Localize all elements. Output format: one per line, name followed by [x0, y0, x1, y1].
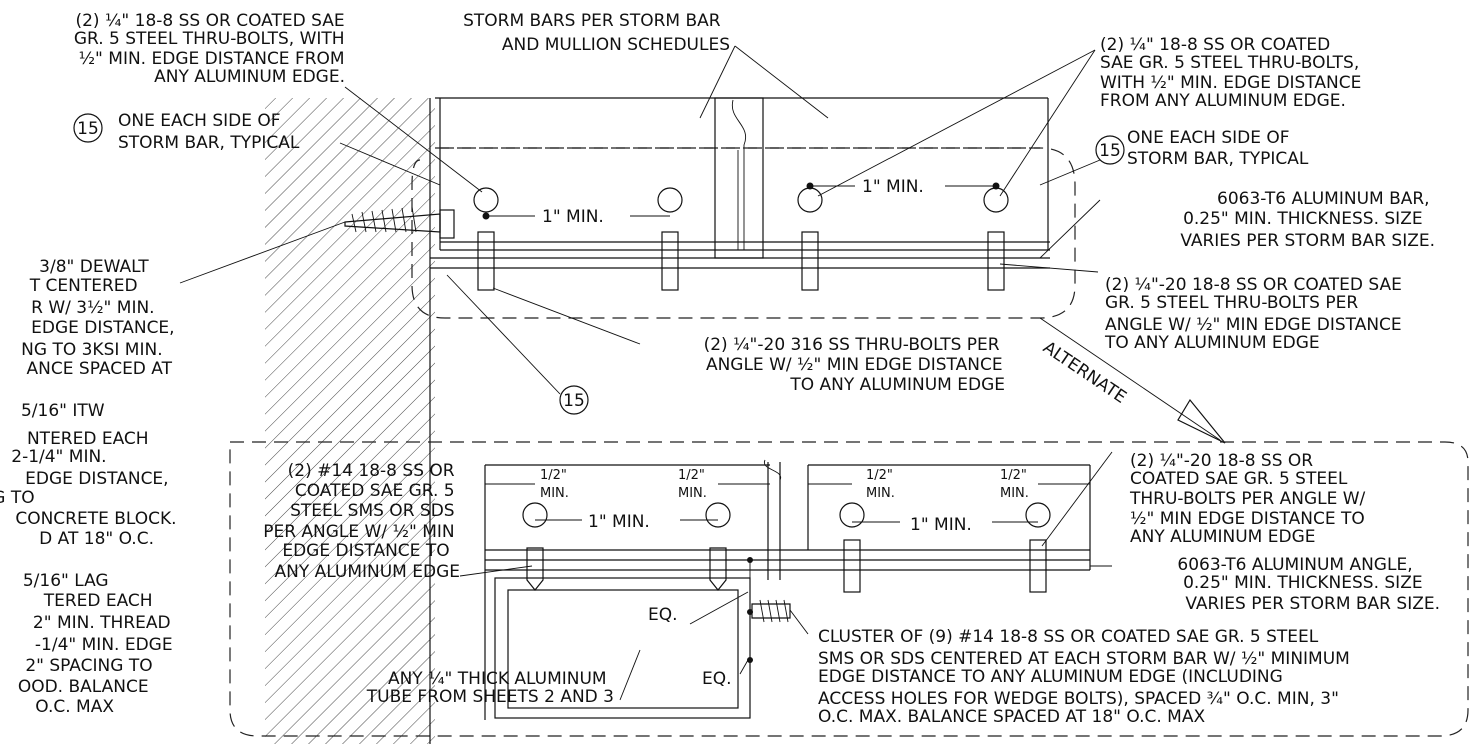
note-anchor-itw: 5/16" ITW NTERED EACH 2-1/4" MIN. EDGE D…: [0, 401, 182, 549]
note-each-side-right: ONE EACH SIDE OF STORM BAR, TYPICAL: [1127, 128, 1309, 169]
callout-15-b: [1095, 135, 1125, 165]
storm-bar-upper: [430, 97, 1050, 269]
note-anchor-lag: 5/16" LAG TERED EACH 2" MIN. THREAD -1/4…: [18, 571, 178, 717]
note-aluminum-angle: 6063-T6 ALUMINUM ANGLE, 0.25" MIN. THICK…: [1177, 555, 1440, 614]
callout-15-c: [559, 385, 589, 415]
dim-1in-upper-left: 1" MIN.: [542, 207, 604, 227]
lower-detail-boundary: [229, 441, 1469, 737]
eq-label-2: EQ.: [702, 669, 732, 689]
note-storm-bars: STORM BARS PER STORM BAR AND MULLION SCH…: [463, 11, 730, 55]
dim-1in-lower-left: 1" MIN.: [588, 512, 650, 532]
callout-15-a-label: 15: [77, 119, 99, 139]
note-bolts-top-left: (2) ¼" 18-8 SS OR COATED SAE GR. 5 STEEL…: [74, 11, 350, 87]
note-aluminum-tube: ANY ¼" THICK ALUMINUM TUBE FROM SHEETS 2…: [366, 669, 614, 707]
wall-hatch: [265, 98, 435, 744]
dim-1in-lower-right: 1" MIN.: [910, 515, 972, 535]
dim-half-3: 1/2"MIN.: [866, 468, 895, 501]
note-aluminum-bar: 6063-T6 ALUMINUM BAR, 0.25" MIN. THICKNE…: [1180, 189, 1435, 251]
eq-label-1: EQ.: [648, 605, 678, 625]
dim-half-1: 1/2"MIN.: [540, 468, 569, 501]
note-thru-bolts-right: (2) ¼"-20 18-8 SS OR COATED SAE GR. 5 ST…: [1104, 275, 1407, 353]
note-cluster: CLUSTER OF (9) #14 18-8 SS OR COATED SAE…: [818, 627, 1355, 727]
upper-detail-boundary: [411, 147, 1076, 319]
wall-anchor-screw: [344, 206, 455, 239]
dim-half-2: 1/2"MIN.: [678, 468, 707, 501]
lower-fasteners: [522, 502, 1051, 623]
callout-15-a: [73, 113, 103, 143]
note-anchor-dewalt: 3/8" DEWALT T CENTERED R W/ 3½" MIN. EDG…: [21, 257, 180, 379]
note-bolts-top-right: (2) ¼" 18-8 SS OR COATED SAE GR. 5 STEEL…: [1100, 35, 1367, 111]
dim-half-4: 1/2"MIN.: [1000, 468, 1029, 501]
note-thru-bolts-lower: (2) ¼"-20 18-8 SS OR COATED SAE GR. 5 ST…: [1129, 451, 1371, 547]
note-316-bolts: (2) ¼"-20 316 SS THRU-BOLTS PER ANGLE W/…: [704, 335, 1008, 395]
note-sms-sds: (2) #14 18-8 SS OR COATED SAE GR. 5 STEE…: [263, 461, 460, 582]
callout-15-c-label: 15: [563, 391, 585, 411]
callout-15-b-label: 15: [1099, 141, 1121, 161]
note-each-side-left: ONE EACH SIDE OF STORM BAR, TYPICAL: [118, 111, 300, 153]
dim-1in-upper-right: 1" MIN.: [862, 177, 924, 197]
upper-bolts: [473, 182, 1009, 291]
